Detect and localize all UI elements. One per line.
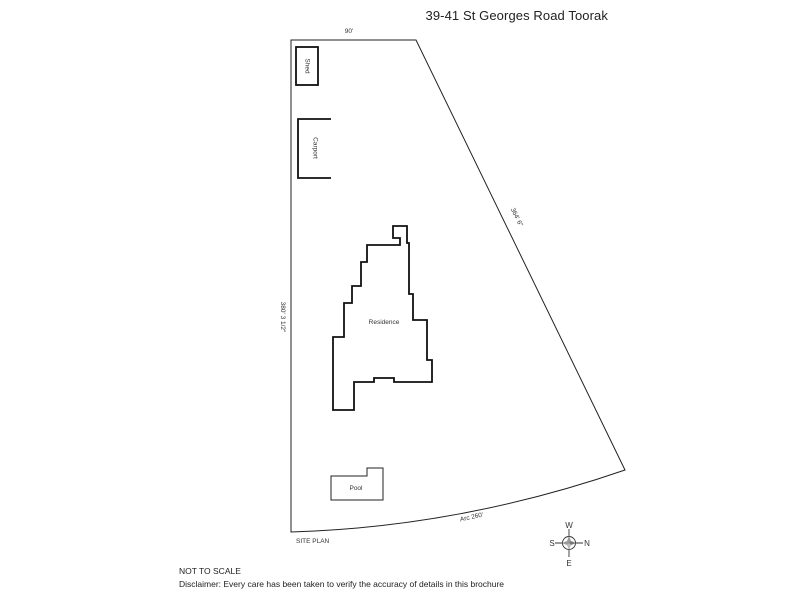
- disclaimer-text: Disclaimer: Every care has been taken to…: [179, 579, 505, 589]
- pool-outline: [330, 467, 384, 501]
- residence-outline: [332, 225, 433, 411]
- site-plan-label: SITE PLAN: [296, 538, 330, 545]
- compass-rose: [555, 529, 583, 557]
- residence-label: Residence: [369, 319, 400, 326]
- shed-label: Shed: [303, 58, 310, 74]
- compass-north-label: N: [584, 539, 590, 548]
- diagonal-dimension-label: 364' 6": [509, 207, 524, 229]
- carport-outline: [297, 118, 331, 179]
- compass-west-label: W: [565, 521, 573, 530]
- not-to-scale-note: NOT TO SCALE: [179, 566, 241, 576]
- top-dimension-label: 90': [345, 28, 353, 35]
- pool-label: Pool: [349, 485, 363, 492]
- arc-dimension-label: Arc 260': [459, 512, 484, 524]
- compass-south-label: S: [549, 539, 554, 548]
- shed-outline: [295, 46, 319, 86]
- page-title: 39-41 St Georges Road Toorak: [425, 8, 608, 23]
- property-boundary: [290, 39, 626, 533]
- left-dimension-label: 380' 3 1/2": [279, 302, 286, 333]
- compass-east-label: E: [566, 559, 571, 568]
- carport-label: Carport: [311, 137, 318, 159]
